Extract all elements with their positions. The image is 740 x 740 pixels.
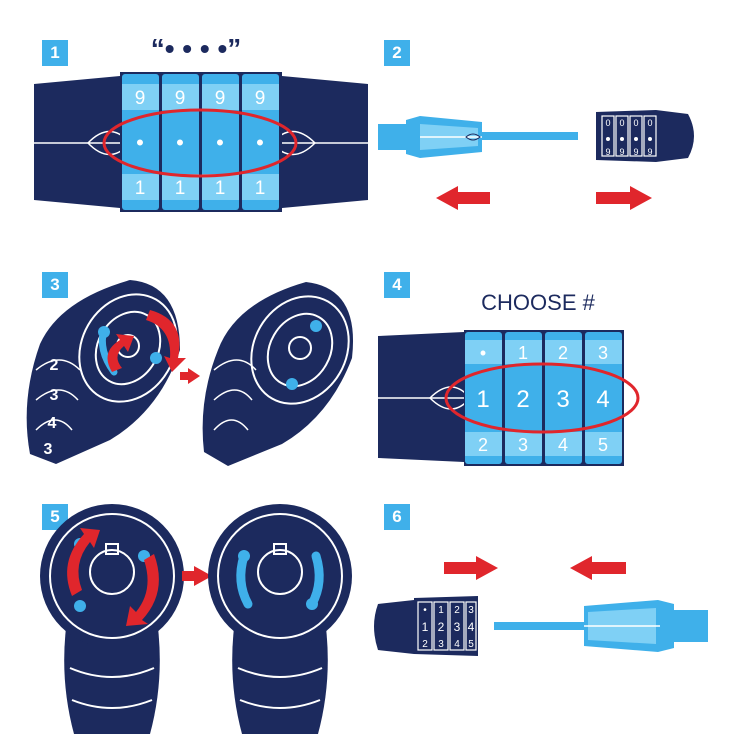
step-1-lock-diagram: “• • • •” 9 9 9 9 • • • bbox=[34, 33, 368, 212]
step-4-top-digit: 3 bbox=[598, 343, 608, 363]
step-6-small-mid-digit: 2 bbox=[438, 620, 445, 634]
step-4-lock-diagram: CHOOSE # • 1 2 3 1 2 3 4 2 bbox=[378, 290, 640, 466]
step-5-dial-diagram bbox=[40, 504, 352, 734]
step-6-small-top-digit: 3 bbox=[468, 605, 474, 616]
step-1-top-digit: 9 bbox=[135, 88, 146, 109]
step-6-small-mid-digit: 3 bbox=[454, 620, 461, 634]
step-1-bottom-digit: 1 bbox=[175, 178, 186, 199]
step-4-bottom-digit: 3 bbox=[518, 435, 528, 455]
step-5-lock-before bbox=[40, 504, 184, 734]
step-4-badge: 4 bbox=[384, 272, 410, 298]
step-4-caption: CHOOSE # bbox=[481, 290, 595, 315]
step-6-push-diagram: • 1 2 3 1 2 3 4 2 3 4 5 bbox=[374, 556, 708, 656]
step-1-mid-digit: • bbox=[176, 130, 184, 155]
step-1-panel: “• • • •” 9 9 9 9 • • • bbox=[0, 0, 370, 240]
step-1-badge: 1 bbox=[42, 40, 68, 66]
rotate-arrow-icon bbox=[67, 528, 100, 596]
rotate-arrow-icon bbox=[107, 334, 134, 372]
step-4-mid-digit: 2 bbox=[516, 386, 529, 413]
step-1-highlight-ellipse bbox=[102, 108, 298, 178]
step-3-lock-after bbox=[202, 282, 354, 466]
red-arrow-right-icon bbox=[596, 186, 652, 210]
step-1-bottom-digit: 1 bbox=[255, 178, 266, 199]
step-2-small-bottom-digit: 9 bbox=[605, 147, 610, 157]
step-2-panel: 0 0 0 0 9 9 9 9 bbox=[370, 0, 740, 240]
step-3-dial-digit: 3 bbox=[50, 387, 59, 404]
step-2-badge: 2 bbox=[384, 40, 410, 66]
red-arrow-left-icon bbox=[570, 556, 626, 580]
step-1-top-digit: 9 bbox=[215, 88, 226, 109]
step-3-panel: 2 3 4 3 bbox=[0, 240, 370, 472]
step-6-small-mid-digit: 4 bbox=[468, 620, 475, 634]
step-4-panel: CHOOSE # • 1 2 3 1 2 3 4 2 bbox=[370, 240, 740, 472]
step-2-small-top-digit: 0 bbox=[633, 118, 638, 128]
step-2-small-bottom-digit: 9 bbox=[619, 147, 624, 157]
step-1-top-digit: 9 bbox=[255, 88, 266, 109]
step-2-small-lock: 0 0 0 0 9 9 9 9 bbox=[596, 110, 694, 162]
step-6-small-bottom-digit: 3 bbox=[438, 639, 444, 650]
step-3-badge: 3 bbox=[42, 272, 68, 298]
step-3-dial-digit: 4 bbox=[48, 415, 57, 432]
step-4-mid-digit: 1 bbox=[476, 386, 489, 413]
step-2-pull-diagram: 0 0 0 0 9 9 9 9 bbox=[378, 110, 694, 210]
rotate-arrow-icon bbox=[126, 554, 159, 626]
step-3-dial-digit: 3 bbox=[44, 441, 53, 458]
step-2-small-bottom-digit: 9 bbox=[647, 147, 652, 157]
step-6-small-top-digit: 1 bbox=[438, 605, 444, 616]
step-6-small-top-digit: 2 bbox=[454, 605, 460, 616]
step-3-dial-diagram: 2 3 4 3 bbox=[26, 280, 354, 466]
step-1-mid-digit: • bbox=[216, 130, 224, 155]
step-1-mid-digit: • bbox=[136, 130, 144, 155]
step-6-small-lock: • 1 2 3 1 2 3 4 2 3 4 5 bbox=[374, 596, 478, 656]
step-4-bottom-digit: 4 bbox=[558, 435, 568, 455]
step-4-mid-digit: 3 bbox=[556, 386, 569, 413]
step-4-highlight-ellipse bbox=[444, 362, 640, 434]
step-6-panel: • 1 2 3 1 2 3 4 2 3 4 5 bbox=[370, 472, 740, 740]
step-2-small-top-digit: 0 bbox=[647, 118, 652, 128]
step-4-top-digit: • bbox=[480, 343, 486, 363]
step-4-bottom-digit: 2 bbox=[478, 435, 488, 455]
step-3-lock-before: 2 3 4 3 bbox=[26, 280, 186, 464]
step-2-small-bottom-digit: 9 bbox=[633, 147, 638, 157]
step-4-top-digit: 2 bbox=[558, 343, 568, 363]
step-1-mid-digit: • bbox=[256, 130, 264, 155]
step-6-small-bottom-digit: 5 bbox=[468, 639, 474, 650]
step-2-small-top-digit: 0 bbox=[619, 118, 624, 128]
step-6-badge: 6 bbox=[384, 504, 410, 530]
step-1-caption: “• • • •” bbox=[151, 33, 242, 64]
step-4-top-digit: 1 bbox=[518, 343, 528, 363]
step-6-small-bottom-digit: 2 bbox=[422, 639, 428, 650]
step-4-mid-digit: 4 bbox=[596, 386, 609, 413]
step-1-top-digit: 9 bbox=[175, 88, 186, 109]
step-1-bottom-digit: 1 bbox=[135, 178, 146, 199]
step-2-small-top-digit: 0 bbox=[605, 118, 610, 128]
step-5-lock-after bbox=[208, 504, 352, 734]
step-1-bottom-digit: 1 bbox=[215, 178, 226, 199]
rotate-arrow-icon bbox=[146, 310, 186, 372]
step-6-small-top-digit: • bbox=[423, 605, 427, 616]
step-6-small-mid-digit: 1 bbox=[422, 620, 429, 634]
step-4-bottom-digit: 5 bbox=[598, 435, 608, 455]
red-arrow-right-icon bbox=[182, 566, 212, 586]
red-arrow-right-icon bbox=[444, 556, 498, 580]
step-6-small-bottom-digit: 4 bbox=[454, 639, 460, 650]
red-arrow-left-icon bbox=[436, 186, 490, 210]
red-arrow-right-icon bbox=[180, 368, 200, 384]
step-3-dial-digit: 2 bbox=[50, 357, 59, 374]
lock-dial-icon bbox=[208, 504, 352, 648]
step-5-panel bbox=[0, 472, 370, 740]
